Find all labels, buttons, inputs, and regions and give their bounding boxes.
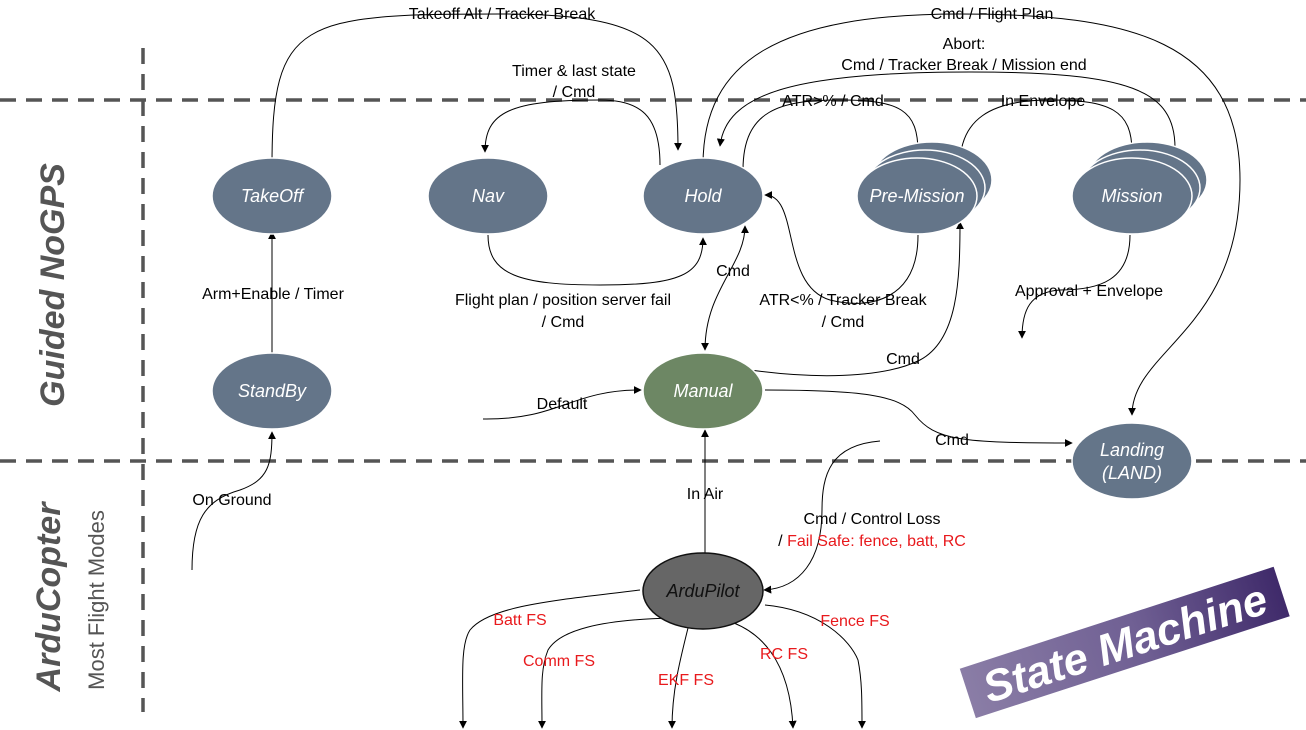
label-atr-lt-line2: / Cmd: [822, 314, 865, 331]
label-cmd-flight-plan: Cmd / Flight Plan: [931, 6, 1054, 23]
edge-manual-to-premission: [719, 221, 964, 377]
label-atr-lt-line1: ATR<% / Tracker Break: [759, 292, 927, 309]
state-manual-label: Manual: [673, 381, 733, 401]
edge-hold-manual: [701, 225, 749, 351]
label-in-envelope: In Envelope: [1001, 93, 1086, 110]
state-nav-label: Nav: [472, 186, 505, 206]
label-atr-gt: ATR>% / Cmd: [782, 93, 884, 110]
section-title-guided-nogps: Guided NoGPS: [34, 163, 72, 407]
label-arm-enable: Arm+Enable / Timer: [202, 286, 345, 303]
edge-nav-to-hold: [487, 234, 707, 286]
edge-fs-fence: [764, 604, 866, 729]
section-subtitle-flight-modes: Most Flight Modes: [84, 510, 109, 690]
state-takeoff-label: TakeOff: [241, 186, 305, 206]
edge-premission-to-mission: [959, 99, 1136, 166]
edge-hold-to-nav: [481, 99, 661, 166]
label-abort-line2: Cmd / Tracker Break / Mission end: [841, 57, 1086, 74]
state-ardupilot-label: ArduPilot: [665, 581, 740, 601]
edge-mission-approval: [1018, 234, 1131, 339]
label-cmd-hold-manual: Cmd: [716, 263, 750, 280]
label-control-loss-failsafe: Fail Safe: fence, batt, RC: [787, 533, 966, 550]
label-fence-fs: Fence FS: [820, 613, 889, 630]
state-landing[interactable]: Landing (LAND): [1071, 422, 1193, 500]
state-pre-mission-label: Pre-Mission: [869, 186, 964, 206]
label-approval-envelope: Approval + Envelope: [1015, 283, 1163, 300]
label-flight-plan-line2: / Cmd: [542, 314, 585, 331]
label-ekf-fs: EKF FS: [658, 672, 714, 689]
state-standby[interactable]: StandBy: [211, 352, 333, 430]
label-timer-line2: / Cmd: [553, 84, 596, 101]
state-takeoff[interactable]: TakeOff: [211, 157, 333, 235]
state-ardupilot[interactable]: ArduPilot: [642, 552, 764, 630]
edge-takeoff-to-hold: [271, 13, 682, 166]
state-hold-label: Hold: [684, 186, 722, 206]
watermark-text: State Machine: [977, 575, 1274, 713]
label-on-ground: On Ground: [192, 492, 271, 509]
label-takeoff-alt: Takeoff Alt / Tracker Break: [409, 6, 596, 23]
label-control-loss-prefix: /: [778, 533, 787, 550]
label-cmd-manual-landing: Cmd: [935, 432, 969, 449]
label-control-loss-line2: / Fail Safe: fence, batt, RC: [778, 533, 966, 550]
label-timer-line1: Timer & last state: [512, 63, 636, 80]
edge-on-ground-to-standby: [191, 431, 276, 571]
label-in-air: In Air: [687, 486, 724, 503]
state-mission-label: Mission: [1101, 186, 1162, 206]
edge-manual-to-landing: [764, 389, 1073, 447]
edge-default-to-manual: [482, 386, 642, 420]
edge-premission-to-hold: [764, 191, 919, 304]
edge-mission-to-hold: [716, 71, 1176, 149]
state-manual[interactable]: Manual: [642, 352, 764, 430]
label-rc-fs: RC FS: [760, 646, 808, 663]
section-title-arducopter: ArduCopter: [30, 501, 68, 693]
state-pre-mission[interactable]: Pre-Mission: [856, 141, 993, 235]
label-cmd-manual-premission: Cmd: [886, 351, 920, 368]
edge-fs-comm: [537, 617, 671, 729]
label-control-loss-line1: Cmd / Control Loss: [804, 511, 941, 528]
label-default: Default: [537, 396, 588, 413]
edge-control-loss-to-ardupilot: [763, 440, 881, 594]
label-abort-line1: Abort:: [943, 36, 986, 53]
label-comm-fs: Comm FS: [523, 653, 595, 670]
state-hold[interactable]: Hold: [642, 157, 764, 235]
state-nav[interactable]: Nav: [427, 157, 549, 235]
edge-fs-batt: [458, 589, 641, 729]
state-landing-label-line2: (LAND): [1102, 463, 1162, 483]
edge-fs-rc: [724, 619, 797, 729]
label-flight-plan-line1: Flight plan / position server fail: [455, 292, 671, 309]
state-mission[interactable]: Mission: [1071, 141, 1208, 235]
edge-hold-to-landing: [702, 13, 1241, 416]
edge-hold-to-premission: [742, 99, 922, 171]
label-batt-fs: Batt FS: [493, 612, 546, 629]
edge-fs-ekf: [668, 619, 691, 729]
watermark: State Machine: [959, 566, 1290, 719]
state-landing-label-line1: Landing: [1100, 440, 1164, 460]
state-standby-label: StandBy: [238, 381, 307, 401]
